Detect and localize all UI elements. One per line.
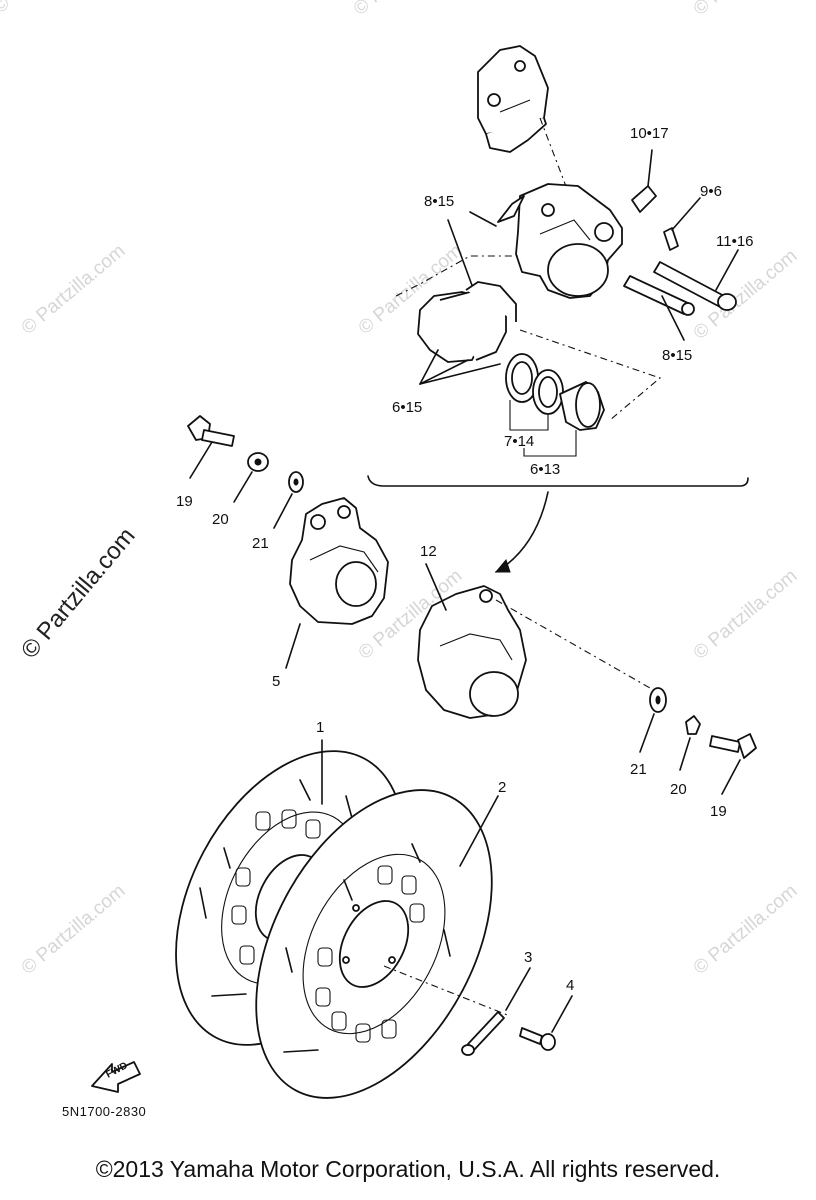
label-11-16: 11•16 [716, 233, 754, 250]
copyright-notice: ©2013 Yamaha Motor Corporation, U.S.A. A… [95, 1156, 721, 1182]
label-8-15-right: 8•15 [662, 347, 692, 364]
bracket-6-13 [523, 430, 577, 457]
label-6-15: 6•15 [392, 399, 422, 416]
assembly-arrow [495, 491, 549, 573]
caliper-bracket [477, 45, 549, 153]
label-2: 2 [498, 779, 506, 796]
washer-left [273, 471, 304, 529]
assembly-brace [367, 475, 749, 487]
diagram-code: 5N1700-2830 [62, 1104, 146, 1119]
caliper-assembly-left [285, 497, 389, 669]
watermark: © Partzilla.com [18, 880, 130, 978]
caliper-bolt-right [709, 733, 757, 795]
label-6-13: 6•13 [530, 461, 560, 478]
piston-seals [505, 353, 564, 415]
caliper-bolt-left [187, 415, 235, 479]
caliper-assembly-right [417, 563, 527, 719]
washer-right [639, 687, 667, 753]
label-8-15-top: 8•15 [424, 193, 454, 210]
label-19-left: 19 [176, 493, 193, 510]
piston [559, 381, 605, 431]
watermark: © Partzilla.com [0, 0, 101, 18]
label-7-14: 7•14 [504, 433, 534, 450]
watermark: © Partzilla.com [350, 0, 462, 20]
label-9-6: 9•6 [700, 183, 722, 200]
watermark: © Partzilla.com [690, 880, 802, 978]
brake-pads [417, 281, 517, 385]
label-4: 4 [566, 977, 574, 994]
label-21-right: 21 [630, 761, 647, 778]
label-12: 12 [420, 543, 437, 560]
label-20-left: 20 [212, 511, 229, 528]
lock-washer-right [679, 715, 701, 771]
label-1: 1 [316, 719, 324, 736]
watermark: © Partzilla.com [18, 240, 130, 338]
watermark-main: © Partzilla.com [16, 523, 141, 664]
disc-bolt [461, 967, 531, 1056]
label-5: 5 [272, 673, 280, 690]
caliper-body-exploded [515, 183, 623, 299]
disc-screw [519, 995, 573, 1051]
label-3: 3 [524, 949, 532, 966]
watermark: © Partzilla.com [690, 0, 802, 20]
retaining-pin [663, 197, 701, 251]
lock-washer-left [233, 452, 269, 503]
bracket-7-14 [509, 400, 549, 431]
bleed-screw [631, 149, 657, 213]
label-21-left: 21 [252, 535, 269, 552]
label-10-17: 10•17 [630, 125, 669, 142]
watermark: © Partzilla.com [690, 565, 802, 663]
label-19-right: 19 [710, 803, 727, 820]
label-20-right: 20 [670, 781, 687, 798]
pad-pins [623, 249, 739, 341]
brake-disc-2 [255, 789, 493, 1099]
forward-arrow-icon: FWD [91, 1060, 141, 1093]
